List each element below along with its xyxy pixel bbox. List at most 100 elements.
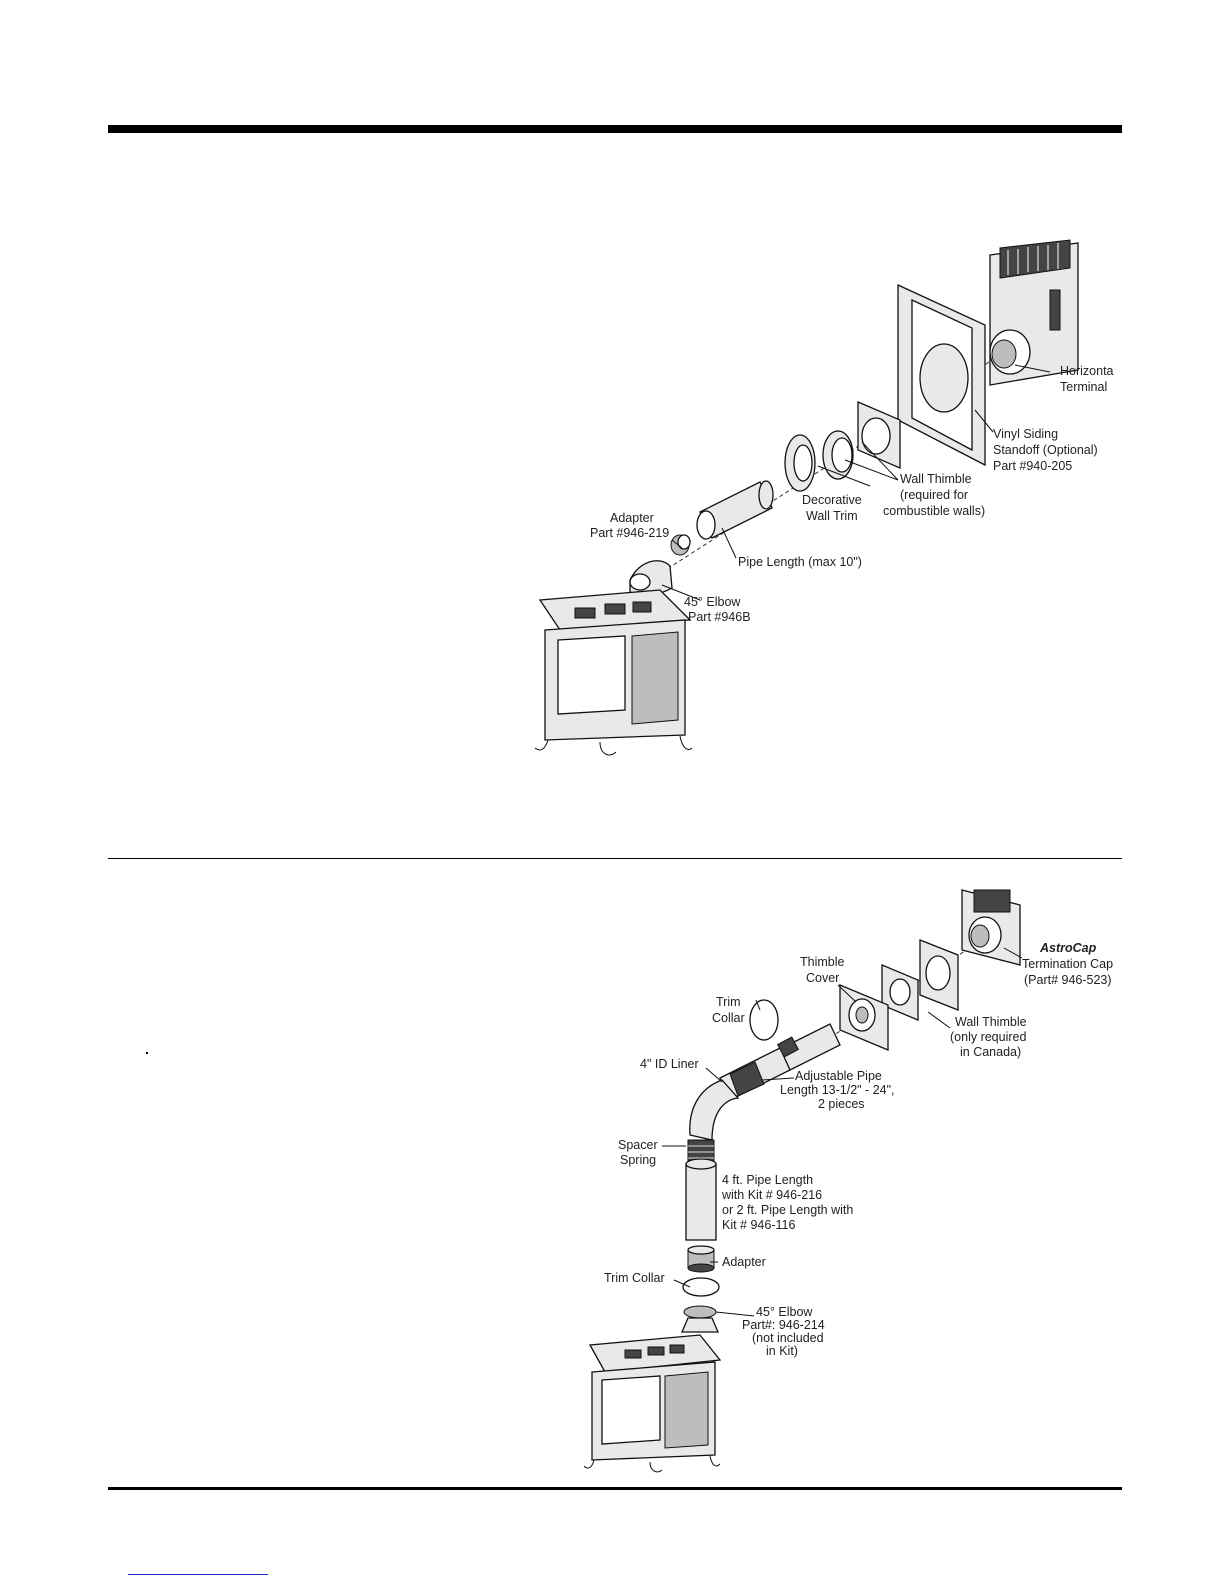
svg-text:Part#: 946-214: Part#: 946-214 [742,1318,825,1332]
stove-illustration-top [534,589,693,756]
svg-text:Wall Trim: Wall Trim [806,509,858,523]
svg-text:AstroCap: AstroCap [1039,941,1097,955]
label-astrocap-2: Termination Cap [1022,957,1113,971]
svg-text:Cover: Cover [806,971,839,985]
label-pipe-kit-2: with Kit # 946-216 [721,1188,822,1202]
label-horizontal-terminal-1: Horizonta [1060,364,1114,378]
label-adjustable-pipe-1: Adjustable Pipe [795,1069,882,1083]
label-wall-thimble2-1: Wall Thimble [955,1015,1027,1029]
label-astrocap-1: AstroCap [1039,941,1097,955]
label-vinyl-siding-2: Standoff (Optional) [993,443,1098,457]
thimble-ring-illustration [822,430,854,480]
label-astrocap-3: (Part# 946-523) [1024,973,1112,987]
adapter-illustration [670,534,691,556]
svg-text:Adapter: Adapter [610,511,654,525]
svg-text:Termination Cap: Termination Cap [1022,957,1113,971]
svg-text:Adjustable Pipe: Adjustable Pipe [795,1069,882,1083]
svg-text:Part #940-205: Part #940-205 [993,459,1072,473]
svg-text:(required for: (required for [900,488,968,502]
label-pipe-kit-4: Kit # 946-116 [722,1218,795,1232]
footer-link-underline[interactable] [128,1574,268,1575]
top-rule [108,125,1122,133]
svg-text:Collar: Collar [712,1011,745,1025]
svg-text:combustible walls): combustible walls) [883,504,985,518]
label-thimble-cover-2: Cover [806,971,839,985]
label-wall-thimble-2: (required for [900,488,968,502]
label-wall-thimble-1: Wall Thimble [900,472,972,486]
svg-text:Vinyl Siding: Vinyl Siding [993,427,1058,441]
label-adjustable-pipe-3: 2 pieces [818,1097,865,1111]
label-spacer-spring-2: Spring [620,1153,656,1167]
astrocap-vent-diagram: AstroCap Termination Cap (Part# 946-523)… [583,889,1113,1473]
label-wall-thimble2-2: (only required [950,1030,1026,1044]
label-pipe-kit-3: or 2 ft. Pipe Length with [722,1203,853,1217]
bottom-rule [108,1487,1122,1490]
svg-text:Terminal: Terminal [1060,380,1107,394]
label-trim-collar-bottom: Trim Collar [604,1271,665,1285]
stray-mark [146,1052,148,1054]
elbow-illustration-2 [683,1305,717,1319]
svg-text:Spring: Spring [620,1153,656,1167]
label-pipe-length: Pipe Length (max 10") [738,555,862,569]
label-adapter-1: Adapter [610,511,654,525]
stove-illustration-bottom [583,1334,722,1473]
trim-collar-top-illustration [749,999,779,1041]
svg-text:or 2 ft. Pipe Length with: or 2 ft. Pipe Length with [722,1203,853,1217]
label-spacer-spring-1: Spacer [618,1138,658,1152]
label-liner: 4" ID Liner [640,1057,699,1071]
svg-text:(only required: (only required [950,1030,1026,1044]
label-horizontal-terminal-2: Terminal [1060,380,1107,394]
svg-text:Length 13-1/2" - 24",: Length 13-1/2" - 24", [780,1083,895,1097]
label-elbow2-1: 45° Elbow [756,1305,813,1319]
label-trim-collar-top-2: Collar [712,1011,745,1025]
svg-text:(not included: (not included [752,1331,824,1345]
label-decorative-trim-2: Wall Trim [806,509,858,523]
horizontal-terminal-illustration [989,239,1079,386]
label-elbow2-3: (not included [752,1331,824,1345]
svg-text:Decorative: Decorative [802,493,862,507]
svg-text:(Part# 946-523): (Part# 946-523) [1024,973,1112,987]
svg-text:2 pieces: 2 pieces [818,1097,865,1111]
label-vinyl-siding-3: Part #940-205 [993,459,1072,473]
svg-text:Standoff (Optional): Standoff (Optional) [993,443,1098,457]
label-trim-collar-top-1: Trim [716,995,741,1009]
svg-text:45° Elbow: 45° Elbow [756,1305,813,1319]
label-adapter-2: Part #946-219 [590,526,669,540]
svg-text:Adapter: Adapter [722,1255,766,1269]
label-elbow2-2: Part#: 946-214 [742,1318,825,1332]
svg-text:Part #946B: Part #946B [688,610,751,624]
liner-elbow-illustration [689,1079,740,1141]
svg-text:45° Elbow: 45° Elbow [684,595,741,609]
wall-thimble-illustration [857,401,901,469]
svg-text:with Kit # 946-216: with Kit # 946-216 [721,1188,822,1202]
elbow-illustration [629,560,673,596]
svg-text:Wall Thimble: Wall Thimble [955,1015,1027,1029]
label-elbow-1: 45° Elbow [684,595,741,609]
svg-text:Kit # 946-116: Kit # 946-116 [722,1218,795,1232]
svg-text:Trim: Trim [716,995,741,1009]
trim-collar-bottom-illustration [682,1277,720,1297]
svg-text:Part #946-219: Part #946-219 [590,526,669,540]
section-divider [108,858,1122,859]
svg-text:4" ID Liner: 4" ID Liner [640,1057,699,1071]
svg-text:Wall Thimble: Wall Thimble [900,472,972,486]
label-pipe-kit-1: 4 ft. Pipe Length [722,1173,813,1187]
label-adapter-2: Adapter [722,1255,766,1269]
vertical-pipe-illustration [685,1163,717,1241]
svg-text:Pipe Length (max 10"): Pipe Length (max 10") [738,555,862,569]
label-wall-thimble-3: combustible walls) [883,504,985,518]
svg-text:Spacer: Spacer [618,1138,658,1152]
svg-text:Thimble: Thimble [800,955,845,969]
vinyl-siding-standoff-illustration [897,283,986,467]
label-elbow2-4: in Kit) [766,1344,798,1358]
svg-text:4 ft. Pipe Length: 4 ft. Pipe Length [722,1173,813,1187]
pipe-length-illustration [696,480,774,540]
label-elbow-2: Part #946B [688,610,751,624]
svg-text:in Kit): in Kit) [766,1344,798,1358]
label-thimble-cover-1: Thimble [800,955,845,969]
decorative-wall-trim-illustration [784,434,816,492]
label-wall-thimble2-3: in Canada) [960,1045,1021,1059]
label-vinyl-siding-1: Vinyl Siding [993,427,1058,441]
label-adjustable-pipe-2: Length 13-1/2" - 24", [780,1083,895,1097]
